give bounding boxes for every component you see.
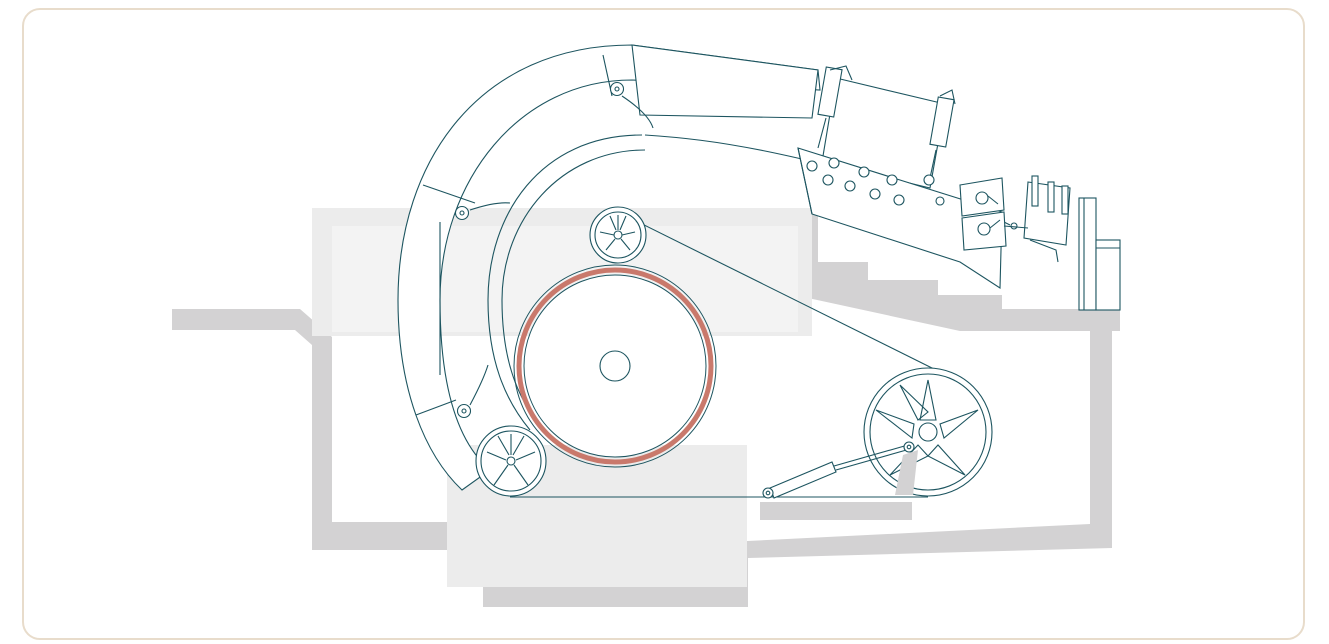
bottom-left-wheel <box>475 425 547 497</box>
foundation-left-wall <box>172 309 483 550</box>
curved-hood <box>397 44 821 491</box>
drum-hub <box>599 350 631 382</box>
foundation-deep-pit <box>483 522 748 607</box>
drum-outer-ring <box>513 264 717 468</box>
top-small-wheel <box>589 206 647 264</box>
hood-upper-band <box>631 44 819 119</box>
foundation-right-floor <box>727 331 1112 558</box>
drum-ring <box>516 267 714 465</box>
hood-inner-curve <box>487 134 643 431</box>
hood-outer-shell <box>397 44 821 491</box>
main-drum <box>513 264 717 468</box>
hood-inner-curve-2 <box>501 149 646 426</box>
hydraulic-cylinder <box>762 441 918 499</box>
large-right-wheel <box>863 367 993 497</box>
foundation-right-ledge <box>808 213 1120 331</box>
foundation-wheel-stand <box>760 502 912 520</box>
press-section <box>797 65 1121 311</box>
